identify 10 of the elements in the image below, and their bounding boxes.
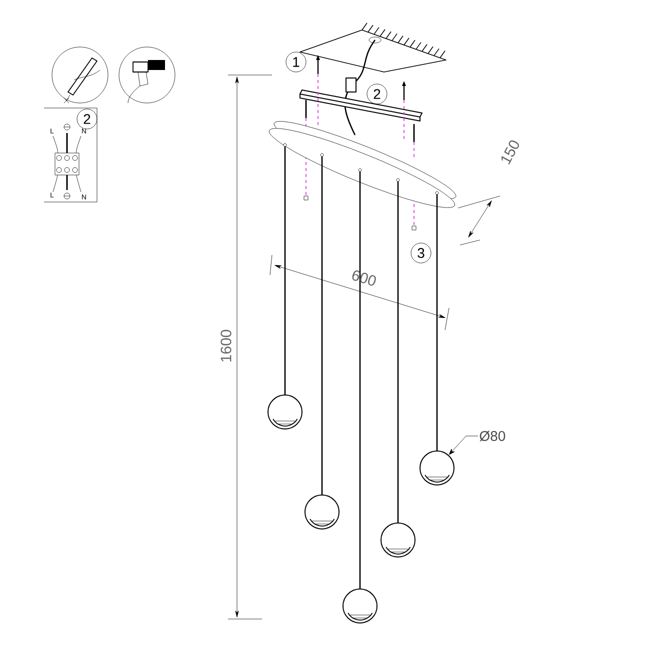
callout-number: 1 [286, 52, 306, 72]
callout-number: 3 [410, 242, 432, 264]
dimension-label: 150 [501, 140, 520, 164]
dimension-label: 1600 [220, 330, 232, 362]
globe-drawing [420, 450, 454, 486]
callout-number: 2 [366, 84, 388, 104]
callout-number: 2 [76, 108, 98, 130]
diameter-label: Ø80 [480, 430, 506, 442]
dimension-label: 600 [352, 270, 376, 286]
leader-line [448, 436, 478, 455]
